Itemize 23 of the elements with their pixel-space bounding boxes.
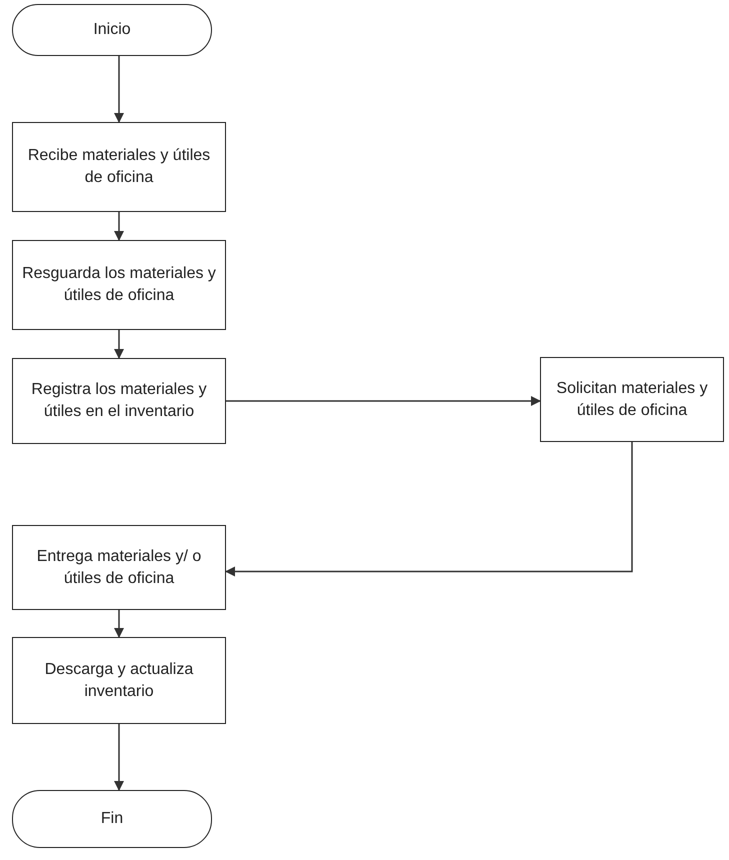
process-box [12,240,226,330]
node-text: Descarga y actualiza inventario [44,660,194,702]
arrow [114,330,124,359]
node-text: Fin [100,809,124,830]
arrow [114,724,124,791]
process-box [12,122,226,212]
process-box [12,637,226,724]
terminal-shape [12,4,212,56]
process-box [12,358,226,444]
arrow [114,212,124,241]
terminal-shape [12,790,212,848]
node-text: Solicitan materiales y útiles de oficina [555,378,709,420]
process-box [540,357,724,442]
process-box [12,525,226,610]
arrow [114,56,124,123]
node-text: Inicio [93,20,131,40]
node-text: Registra los materiales y útiles en el inventario [30,380,208,422]
node-text: Resguarda los materiales y útiles de oficina [21,264,217,306]
node-text: Recibe materiales y útiles de oficina [26,146,212,188]
arrow [225,442,633,576]
node-text: Entrega materiales y/ o útiles de oficina [36,546,202,588]
arrow [114,610,124,638]
arrow [226,396,541,406]
